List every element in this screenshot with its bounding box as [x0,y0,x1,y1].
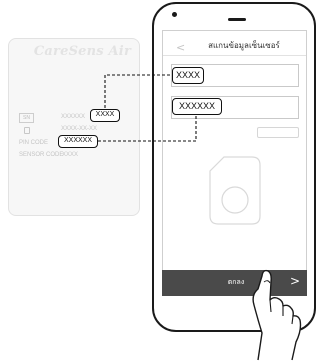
pin-code-label: PIN CODE [19,140,49,146]
sn-value-prefix: XXXXXX [61,114,86,120]
camera-icon [172,12,177,17]
card-line2-value: XXXX-XX-XX [61,126,98,132]
title-divider [163,55,306,56]
pin-code-highlight: XXXXXX [58,135,98,148]
speaker-grille [228,18,246,21]
ok-button-label: ตกลง [227,278,245,286]
card-brand-logo: CareSens Air [33,44,131,59]
screen-title: สแกนข้อมูลเซ็นเซอร์ [208,41,280,50]
sensor-code-label: SENSOR CODE [19,152,64,158]
small-action-button[interactable] [257,127,299,138]
pin-connector-line [98,114,197,142]
sensor-card: CareSens Air [8,38,140,216]
next-arrow-icon[interactable]: > [290,274,301,288]
sn-connector-line [104,74,172,113]
sensor-outline-icon [209,156,261,225]
pin-field-value: XXXXXX [172,98,222,115]
back-arrow-icon[interactable]: < [176,41,186,54]
sensor-code-value: XXXX [62,152,79,158]
ok-button[interactable] [162,270,307,296]
sn-field-value: XXXX [172,67,204,84]
calendar-icon [24,127,30,134]
sn-label: SN [19,113,34,123]
sn-code-highlight: XXXX [90,109,120,122]
